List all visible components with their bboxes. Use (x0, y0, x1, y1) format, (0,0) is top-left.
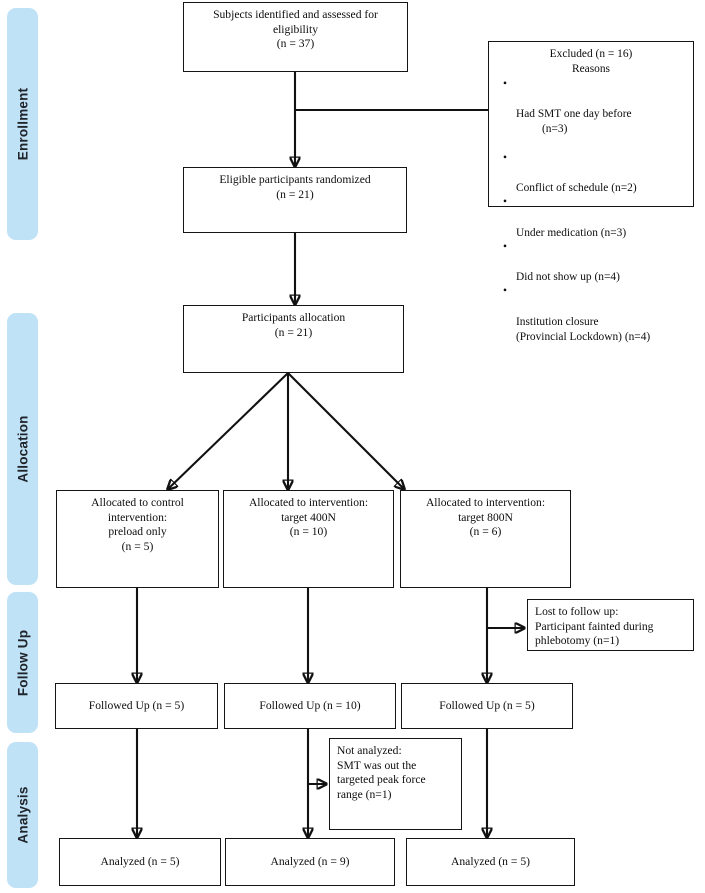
node-followed-up-800n: Followed Up (n = 5) (401, 683, 573, 729)
excluded-reason-item: • Institution closure (Provincial Lockdo… (495, 285, 687, 359)
bullet-icon: • (503, 196, 507, 209)
node-eligible-randomized-text: Eligible participants randomized (n = 21… (219, 173, 371, 201)
node-allocated-400n-text: Allocated to intervention: target 400N (… (248, 496, 369, 539)
node-not-analyzed: Not analyzed: SMT was out the targeted p… (329, 738, 462, 830)
excluded-reason-item: • Under medication (n=3) (495, 196, 687, 240)
excluded-reason-item: • Conflict of schedule (n=2) (495, 152, 687, 196)
node-eligible-randomized: Eligible participants randomized (n = 21… (183, 167, 407, 233)
node-allocated-control: Allocated to control intervention: prelo… (56, 490, 219, 588)
excluded-subheading: Reasons (572, 62, 610, 75)
node-analyzed-control-text: Analyzed (n = 5) (100, 854, 180, 868)
stage-label-enrollment: Enrollment (15, 87, 30, 161)
node-followed-up-400n: Followed Up (n = 10) (224, 683, 396, 729)
stage-label-allocation: Allocation (15, 415, 30, 483)
stage-bar-follow-up: Follow Up (7, 592, 38, 733)
bullet-icon: • (503, 151, 507, 164)
node-analyzed-400n: Analyzed (n = 9) (225, 838, 395, 886)
node-allocated-800n-text: Allocated to intervention: target 800N (… (425, 496, 546, 539)
node-not-analyzed-text: Not analyzed: SMT was out the targeted p… (337, 744, 426, 801)
node-followed-up-800n-text: Followed Up (n = 5) (439, 698, 535, 712)
node-participants-allocation-text: Participants allocation (n = 21) (241, 311, 346, 339)
node-lost-to-follow-up: Lost to follow up: Participant fainted d… (527, 599, 694, 651)
stage-label-follow-up: Follow Up (15, 629, 30, 696)
excluded-reason-item: • Did not show up (n=4) (495, 241, 687, 285)
node-followed-up-control-text: Followed Up (n = 5) (88, 698, 185, 712)
excluded-heading: Excluded (n = 16) (549, 48, 633, 60)
arrow-allocation-to-control (168, 372, 289, 489)
node-followed-up-400n-text: Followed Up (n = 10) (259, 698, 361, 712)
excluded-reason-list: • Had SMT one day before (n=3) • Conflic… (495, 78, 687, 360)
node-allocated-control-text: Allocated to control intervention: prelo… (91, 496, 184, 553)
arrow-allocation-to-800n (287, 372, 404, 489)
excluded-reason-subtext: (n=3) (542, 123, 568, 136)
node-excluded: Excluded (n = 16) Reasons • Had SMT one … (488, 41, 694, 343)
stage-bar-analysis: Analysis (7, 742, 38, 888)
node-subjects-identified: Subjects identified and assessed for eli… (183, 2, 408, 72)
excluded-reason-text: Institution closure (516, 315, 599, 328)
excluded-reason-text: Did not show up (n=4) (516, 271, 620, 284)
bullet-icon: • (503, 240, 507, 253)
excluded-reason-text: Had SMT one day before (516, 108, 632, 121)
node-analyzed-800n-text: Analyzed (n = 5) (451, 854, 530, 868)
bullet-icon: • (503, 285, 507, 298)
excluded-reason-subtext: (Provincial Lockdown) (n=4) (516, 330, 651, 343)
node-analyzed-800n: Analyzed (n = 5) (406, 838, 575, 886)
node-analyzed-control: Analyzed (n = 5) (59, 838, 221, 886)
node-allocated-400n: Allocated to intervention: target 400N (… (223, 490, 394, 588)
stage-bar-enrollment: Enrollment (7, 8, 38, 240)
bullet-icon: • (503, 77, 507, 90)
stage-bar-allocation: Allocation (7, 313, 38, 585)
node-analyzed-400n-text: Analyzed (n = 9) (270, 854, 350, 868)
node-allocated-800n: Allocated to intervention: target 800N (… (400, 490, 571, 588)
node-lost-to-follow-up-text: Lost to follow up: Participant fainted d… (535, 605, 654, 648)
node-followed-up-control: Followed Up (n = 5) (55, 683, 218, 729)
excluded-reason-text: Conflict of schedule (n=2) (516, 182, 637, 195)
excluded-reason-item: • Had SMT one day before (n=3) (495, 78, 687, 152)
node-subjects-identified-text: Subjects identified and assessed for eli… (213, 8, 378, 51)
stage-label-analysis: Analysis (15, 786, 30, 844)
node-participants-allocation: Participants allocation (n = 21) (183, 305, 404, 373)
excluded-reason-text: Under medication (n=3) (516, 226, 627, 239)
